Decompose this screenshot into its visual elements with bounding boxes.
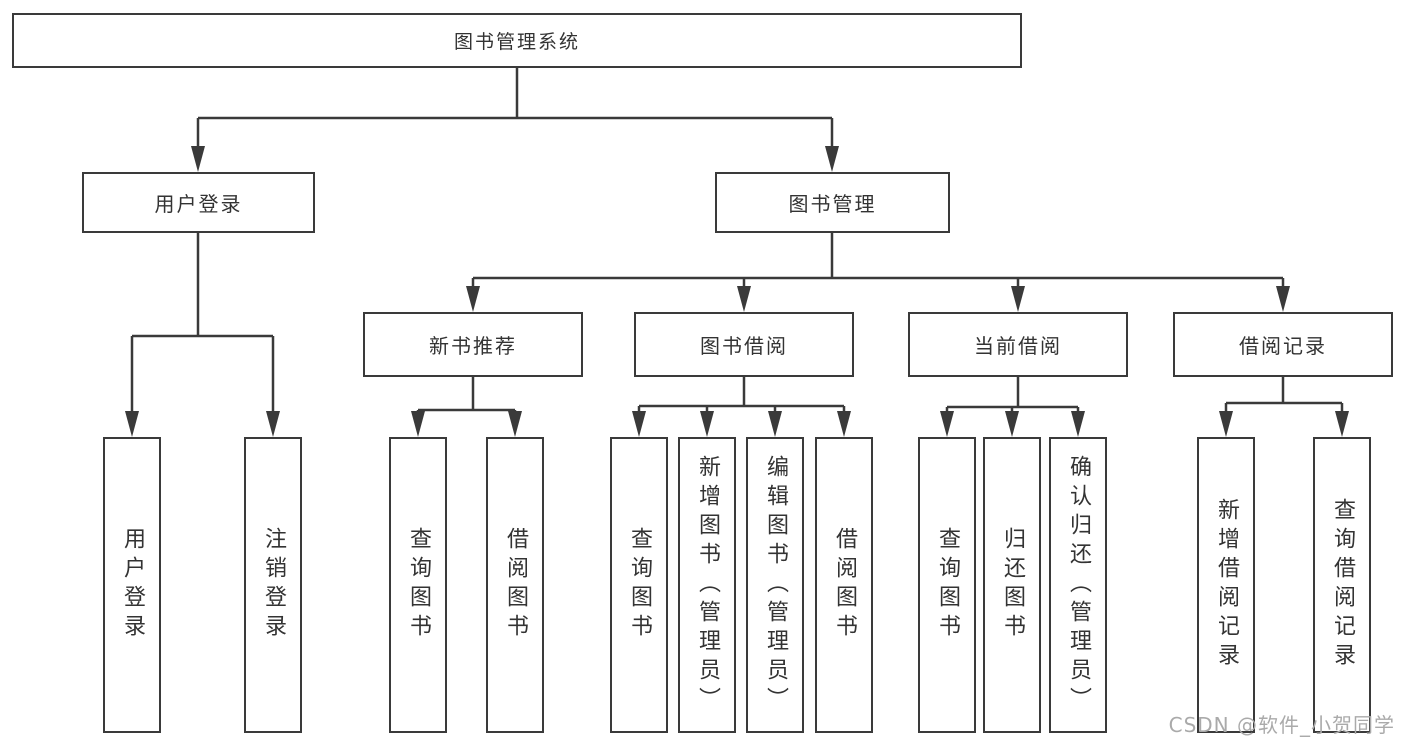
leaf-label: 查询借阅记录 xyxy=(1330,498,1355,672)
arrowhead xyxy=(837,411,851,437)
node-label: 借阅记录 xyxy=(1239,334,1327,358)
leaf-query-books-recommend: 查询图书 xyxy=(389,437,447,733)
arrowhead xyxy=(1005,411,1019,437)
node-label: 图书管理 xyxy=(788,192,877,216)
arrowhead xyxy=(191,146,205,172)
csdn-watermark: CSDN @软件_小贺同学 xyxy=(1168,713,1395,737)
leaf-add-books-admin: 新增图书（管理员） xyxy=(678,437,736,733)
arrowhead xyxy=(508,411,522,437)
leaf-label: 借阅图书 xyxy=(832,527,857,643)
leaf-return-books: 归还图书 xyxy=(983,437,1041,733)
arrowhead xyxy=(266,411,280,437)
leaf-label: 注销登录 xyxy=(261,527,286,643)
arrowhead xyxy=(1276,286,1290,312)
leaf-user-login: 用户登录 xyxy=(103,437,161,733)
arrowhead xyxy=(125,411,139,437)
node-label: 图书借阅 xyxy=(700,334,788,358)
leaf-confirm-return-admin: 确认归还（管理员） xyxy=(1049,437,1107,733)
arrowhead xyxy=(825,146,839,172)
leaf-logout: 注销登录 xyxy=(244,437,302,733)
arrowhead xyxy=(940,411,954,437)
leaf-label: 查询图书 xyxy=(935,527,960,643)
node-label: 当前借阅 xyxy=(974,334,1062,358)
node-label: 用户登录 xyxy=(154,192,243,216)
leaf-add-borrow-record: 新增借阅记录 xyxy=(1197,437,1255,733)
node-library-management-system: 图书管理系统 xyxy=(12,13,1022,68)
arrowhead xyxy=(466,286,480,312)
arrowhead xyxy=(1335,411,1349,437)
node-book-borrowing: 图书借阅 xyxy=(634,312,854,377)
leaf-borrow-books: 借阅图书 xyxy=(815,437,873,733)
node-borrowing-records: 借阅记录 xyxy=(1173,312,1393,377)
node-book-management: 图书管理 xyxy=(715,172,950,233)
leaf-query-borrow-record: 查询借阅记录 xyxy=(1313,437,1371,733)
node-label: 新书推荐 xyxy=(429,334,517,358)
arrowhead xyxy=(1219,411,1233,437)
leaf-label: 借阅图书 xyxy=(503,527,528,643)
leaf-query-books-current: 查询图书 xyxy=(918,437,976,733)
arrowhead xyxy=(1071,411,1085,437)
arrowhead xyxy=(700,411,714,437)
arrowhead xyxy=(1011,286,1025,312)
leaf-label: 新增借阅记录 xyxy=(1214,498,1239,672)
arrowhead xyxy=(768,411,782,437)
node-label: 图书管理系统 xyxy=(453,31,580,53)
leaf-edit-books-admin: 编辑图书（管理员） xyxy=(746,437,804,733)
leaf-borrow-books-recommend: 借阅图书 xyxy=(486,437,544,733)
node-user-login: 用户登录 xyxy=(82,172,315,233)
leaf-label: 查询图书 xyxy=(406,527,431,643)
node-new-book-recommendation: 新书推荐 xyxy=(363,312,583,377)
leaf-query-books-borrowing: 查询图书 xyxy=(610,437,668,733)
arrowhead xyxy=(737,286,751,312)
leaf-label: 查询图书 xyxy=(627,527,652,643)
leaf-label: 新增图书（管理员） xyxy=(695,454,720,716)
arrowhead xyxy=(411,411,425,437)
leaf-label: 确认归还（管理员） xyxy=(1066,454,1091,716)
node-current-borrowing: 当前借阅 xyxy=(908,312,1128,377)
leaf-label: 用户登录 xyxy=(120,527,145,643)
leaf-label: 编辑图书（管理员） xyxy=(763,454,788,716)
arrowhead xyxy=(632,411,646,437)
leaf-label: 归还图书 xyxy=(1000,527,1025,643)
